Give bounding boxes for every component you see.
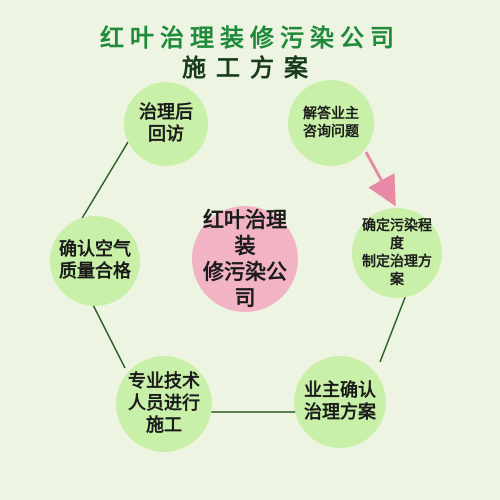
diagram-title-line2: 施工方案 — [182, 53, 318, 82]
node-answer-owner-questions-label: 解答业主 咨询问题 — [303, 106, 359, 140]
node-follow-up-visit-label: 治理后 回访 — [139, 102, 193, 145]
node-professional-construction-label: 专业技术 人员进行 施工 — [128, 371, 200, 436]
diagram-title-line1: 红叶治理装修污染公司 — [100, 23, 400, 52]
node-determine-pollution-level: 确定污染程度 制定治理方案 — [352, 208, 442, 298]
connector-topright-to-right-arrow — [364, 151, 396, 207]
connector-right-to-bottomright — [379, 294, 407, 363]
node-follow-up-visit: 治理后 回访 — [124, 82, 208, 166]
node-answer-owner-questions: 解答业主 咨询问题 — [288, 80, 374, 166]
connector-left-to-topleft — [77, 141, 129, 226]
node-confirm-air-quality: 确认空气 质量合格 — [50, 216, 140, 306]
node-determine-pollution-level-label: 确定污染程度 制定治理方案 — [362, 218, 432, 288]
center-company-node: 红叶治理装 修污染公司 — [192, 206, 298, 312]
node-owner-confirm-plan-label: 业主确认 治理方案 — [304, 380, 376, 423]
center-company-label: 红叶治理装 修污染公司 — [203, 207, 287, 310]
node-professional-construction: 专业技术 人员进行 施工 — [116, 356, 212, 452]
node-confirm-air-quality-label: 确认空气 质量合格 — [59, 239, 131, 282]
node-owner-confirm-plan: 业主确认 治理方案 — [294, 356, 386, 448]
connector-left-to-bottomleft — [87, 294, 126, 369]
